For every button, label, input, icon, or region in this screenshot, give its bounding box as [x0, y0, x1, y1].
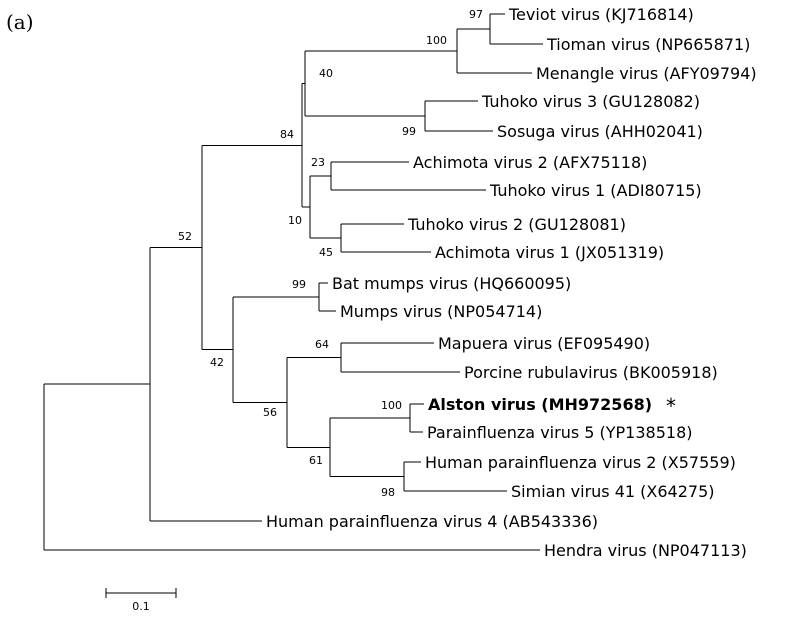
leaf-label-teviot: Teviot virus (KJ716814): [508, 5, 694, 24]
leaf-label-sv41: Simian virus 41 (X64275): [511, 482, 715, 501]
bootstrap-tuhoko3_sosuga: 99: [402, 125, 416, 138]
leaf-label-hpiv2: Human parainfluenza virus 2 (X57559): [425, 453, 736, 472]
leaf-label-achimota2: Achimota virus 2 (AFX75118): [413, 153, 647, 172]
leaf-label-tuhoko3: Tuhoko virus 3 (GU128082): [481, 92, 700, 111]
leaf-label-porcine: Porcine rubulavirus (BK005918): [464, 363, 718, 382]
leaf-label-sosuga: Sosuga virus (AHH02041): [497, 122, 703, 141]
leaf-label-mapuera: Mapuera virus (EF095490): [438, 334, 650, 353]
bootstrap-mapuera_porcine: 64: [315, 338, 329, 351]
leaf-label-tuhoko1: Tuhoko virus 1 (ADI80715): [489, 181, 702, 200]
leaf-label-hendra: Hendra virus (NP047113): [544, 541, 747, 560]
bootstrap-mumps_clade: 99: [292, 278, 306, 291]
bootstrap-menangle_tuhoko3_clade: 40: [319, 67, 333, 80]
bootstrap-mapuera_alston_clade: 56: [263, 406, 277, 419]
bootstrap-upper_clade: 84: [280, 128, 294, 141]
leaf-label-batmumps: Bat mumps virus (HQ660095): [332, 274, 571, 293]
scale-bar-label: 0.1: [132, 600, 150, 613]
bootstrap-mumps_mapuera_clade: 42: [210, 356, 224, 369]
bootstrap-tuhoko2_achimota1: 45: [319, 246, 333, 259]
bootstrap-rubulavirus_core: 52: [178, 230, 192, 243]
bootstrap-teviot_tioman: 97: [469, 8, 483, 21]
leaf-label-mumps: Mumps virus (NP054714): [340, 302, 542, 321]
bootstrap-achimota_tuhoko_clade: 10: [288, 214, 302, 227]
tree-branches: [43, 13, 543, 551]
leaf-label-alston: Alston virus (MH972568): [428, 395, 652, 414]
leaf-label-hpiv4: Human parainfluenza virus 4 (AB543336): [266, 512, 598, 531]
bootstrap-alston_piv5: 100: [381, 399, 402, 412]
bootstrap-alston_hpiv2_clade: 61: [309, 454, 323, 467]
bootstrap-labels: 97 100 99 40 23 45 10 84 99 64 100 98 61 56 42 52: [178, 8, 483, 499]
leaf-label-piv5: Parainfluenza virus 5 (YP138518): [427, 423, 693, 442]
leaf-labels: Teviot virus (KJ716814) Tioman virus (NP6…: [266, 5, 757, 560]
leaf-label-tuhoko2: Tuhoko virus 2 (GU128081): [407, 215, 626, 234]
leaf-label-achimota1: Achimota virus 1 (JX051319): [435, 243, 664, 262]
bootstrap-hpiv2_sv41: 98: [381, 486, 395, 499]
scale-bar: 0.1: [105, 588, 177, 613]
leaf-label-menangle: Menangle virus (AFY09794): [536, 64, 757, 83]
bootstrap-achimota2_tuhoko1: 23: [311, 156, 325, 169]
bootstrap-tioman_clade_menangle: 100: [426, 34, 447, 47]
leaf-marker-alston: *: [666, 394, 676, 418]
leaf-label-tioman: Tioman virus (NP665871): [546, 35, 750, 54]
panel-label: (a): [6, 10, 34, 34]
